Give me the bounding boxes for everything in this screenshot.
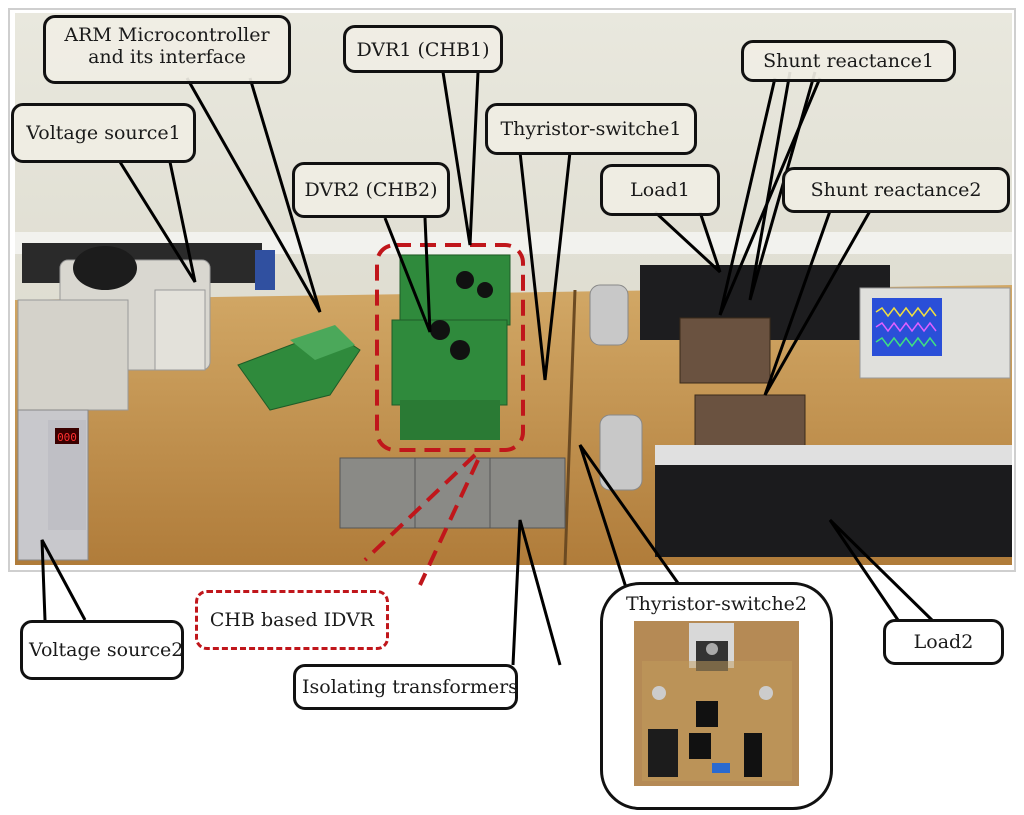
vs2-display: 000	[57, 431, 77, 444]
callout-load2: Load2	[883, 619, 1004, 665]
shunt-reactances	[679, 317, 806, 451]
callout-shunt-reactance2: Shunt reactance2	[782, 167, 1010, 213]
capacitors	[589, 284, 643, 491]
voltage-source1-equipment	[17, 243, 275, 411]
thyristor-switch2-pcb-photo	[634, 621, 799, 786]
oscilloscope	[859, 287, 1011, 379]
chb-boards	[391, 254, 511, 440]
callout-pointers	[40, 71, 937, 666]
callout-thyristor-switch2: Thyristor-switche2	[600, 582, 833, 810]
callout-chb-based-idvr: CHB based IDVR	[195, 590, 389, 650]
voltage-source2-equipment: 000	[17, 409, 89, 561]
callout-dvr1: DVR1 (CHB1)	[343, 25, 503, 73]
thyristor-switch2-label: Thyristor-switche2	[625, 593, 808, 615]
idvr-highlight	[363, 243, 525, 586]
callout-arm-microcontroller: ARM Microcontroller and its interface	[43, 15, 291, 84]
callout-shunt-reactance1: Shunt reactance1	[741, 40, 956, 82]
callout-voltage-source2: Voltage source2	[20, 620, 184, 680]
callout-thyristor-switch1: Thyristor-switche1	[485, 103, 697, 155]
callout-voltage-source1: Voltage source1	[11, 103, 196, 163]
arm-board	[237, 325, 361, 411]
callout-isolating-transformers: Isolating transformers	[293, 664, 518, 710]
load2-equipment	[655, 445, 1012, 557]
callout-dvr2: DVR2 (CHB2)	[292, 162, 450, 218]
callout-load1: Load1	[600, 164, 720, 216]
wall-trunking	[15, 232, 1012, 254]
